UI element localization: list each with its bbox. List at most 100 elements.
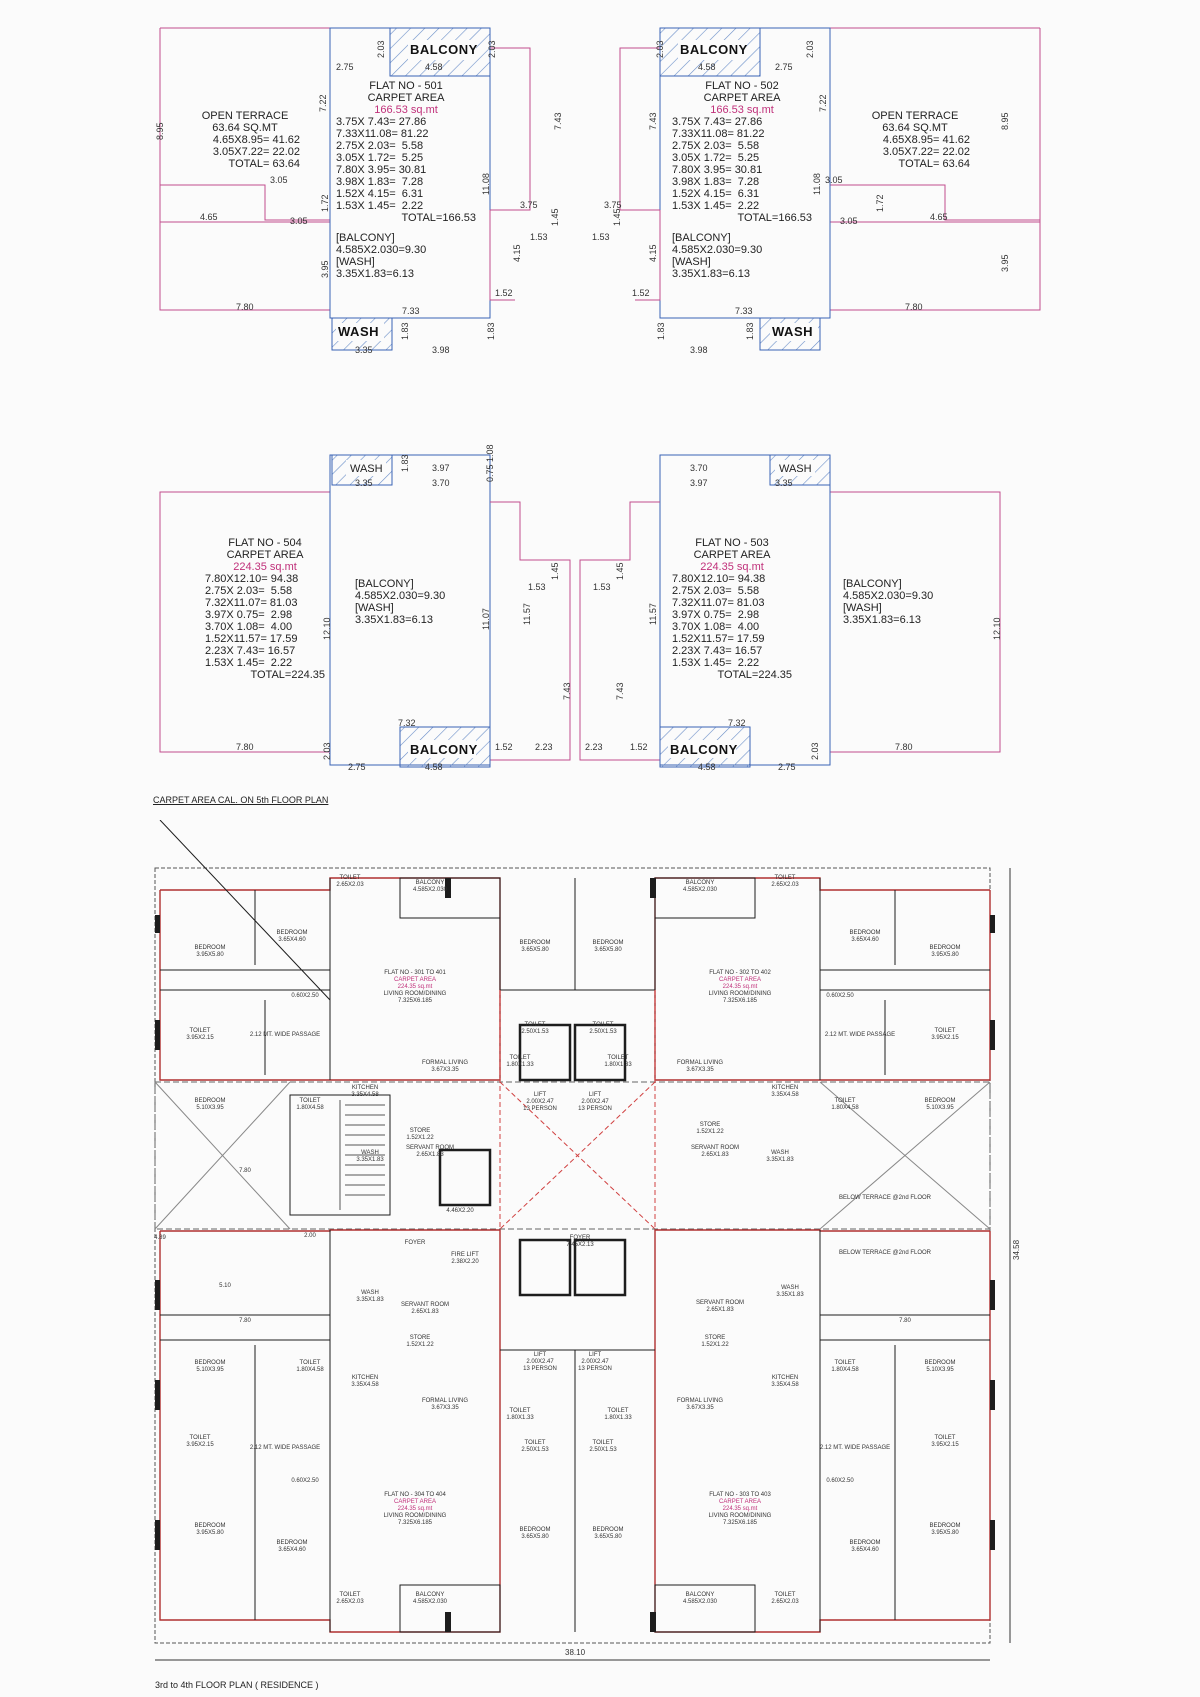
dim-label: 0.60X2.50: [291, 1478, 319, 1484]
terrace-line: TOTAL= 63.64: [898, 158, 970, 170]
dim-label: 8.95: [1000, 112, 1010, 130]
flat-area: 224.35 sq.mt: [700, 561, 764, 573]
dim-label: 7.80: [905, 302, 923, 312]
flat-calc: 7.80X12.10= 94.38 2.75X 2.03= 5.58 7.32X…: [205, 573, 299, 669]
flat-total: TOTAL=166.53: [401, 212, 476, 224]
dim-label: 12.10: [322, 617, 332, 640]
dim-label: 0.60X2.50: [291, 993, 319, 999]
terrace-area: 63.64 SQ.MT: [212, 122, 278, 134]
terrace-label: BELOW TERRACE @2nd FLOOR: [838, 1195, 931, 1201]
flat-501-calc: FLAT NO - 501 CARPET AREA 166.53 sq.mt 3…: [336, 80, 476, 280]
dim-label: 4.15: [512, 244, 522, 262]
dim-label: 1.45: [550, 208, 560, 226]
dim-label: 11.08: [481, 173, 491, 195]
dim-label: 4.58: [425, 62, 443, 72]
dim-label: 4.46X2.20: [446, 1208, 474, 1214]
flat-title: FLAT NO - 503: [695, 537, 769, 549]
open-terrace-right: OPEN TERRACE 63.64 SQ.MT 4.65X8.95= 41.6…: [860, 110, 970, 170]
dim-label: 2.03: [655, 40, 665, 58]
dim-label: 3.35: [775, 478, 793, 488]
flat-504-balcony-calc: [BALCONY] 4.585X2.030=9.30 [WASH] 3.35X1…: [355, 578, 446, 626]
terrace-title: OPEN TERRACE: [871, 110, 959, 122]
dim-label: 8.95: [155, 122, 165, 140]
typical-floor-caption: 3rd to 4th FLOOR PLAN ( RESIDENCE ): [155, 1680, 319, 1690]
dim-label: 4.58: [698, 762, 716, 772]
flat-calc: 7.80X12.10= 94.38 2.75X 2.03= 5.58 7.32X…: [672, 573, 766, 669]
typical-floor-plan: [154, 820, 1011, 1661]
dim-label: 1.52: [495, 288, 513, 298]
terrace-line: 4.65X8.95= 41.62: [212, 134, 300, 146]
dim-label: 1.52: [632, 288, 650, 298]
dim-label: 3.95: [1000, 254, 1010, 272]
dim-label: 2.75: [775, 62, 793, 72]
dim-label: 7.43: [648, 112, 658, 130]
overall-height: 34.58: [1012, 1239, 1021, 1260]
passage-label: 2.12 MT. WIDE PASSAGE: [249, 1032, 321, 1038]
flat-503-balcony-calc: [BALCONY] 4.585X2.030=9.30 [WASH] 3.35X1…: [843, 578, 934, 626]
dim-label: 7.80: [239, 1168, 251, 1174]
dim-label: 2.03: [487, 40, 497, 58]
terrace-line: 3.05X7.22= 22.02: [212, 146, 300, 158]
terrace-label: BELOW TERRACE @2nd FLOOR: [838, 1250, 931, 1256]
dim-label: 7.33: [735, 306, 753, 316]
flat-subtitle: CARPET AREA: [367, 92, 445, 104]
flat-total: TOTAL=224.35: [717, 669, 792, 681]
dim-label: 1.45: [615, 562, 625, 580]
dim-label: 7.43: [562, 682, 572, 700]
dim-label: 4.15: [648, 244, 658, 262]
passage-label: 2.12 MT. WIDE PASSAGE: [824, 1032, 896, 1038]
wash-label-504: WASH: [350, 463, 383, 475]
dim-label: 1.53: [592, 232, 610, 242]
dim-label: 7.32: [728, 718, 746, 728]
dim-label: 2.75: [348, 762, 366, 772]
dim-label: 11.57: [648, 603, 658, 625]
terrace-line: 4.65X8.95= 41.62: [882, 134, 970, 146]
dim-label: 2.75: [336, 62, 354, 72]
dim-label: 0.60X2.50: [826, 1478, 854, 1484]
flat-balcony-calc: [BALCONY] 4.585X2.030=9.30 [WASH] 3.35X1…: [672, 232, 763, 280]
flat-502-calc: FLAT NO - 502 CARPET AREA 166.53 sq.mt 3…: [672, 80, 812, 280]
dim-label: 2.03: [322, 742, 332, 760]
dim-label: 4.58: [425, 762, 443, 772]
dim-label: 3.70: [690, 463, 708, 473]
dim-label: 2.23: [535, 742, 553, 752]
balcony-label-504: BALCONY: [410, 742, 478, 757]
dim-label: 3.97: [690, 478, 708, 488]
dim-label: 3.35: [355, 478, 373, 488]
flat-title: FLAT NO - 501: [369, 80, 443, 92]
dim-label: 1.83: [400, 322, 410, 340]
wash-label-503: WASH: [779, 463, 812, 475]
balcony-label-502: BALCONY: [680, 42, 748, 57]
dim-label: 7.80: [895, 742, 913, 752]
flat-area: 166.53 sq.mt: [710, 104, 774, 116]
open-terrace-left: OPEN TERRACE 63.64 SQ.MT 4.65X8.95= 41.6…: [190, 110, 300, 170]
flat-title: FLAT NO - 502: [705, 80, 779, 92]
